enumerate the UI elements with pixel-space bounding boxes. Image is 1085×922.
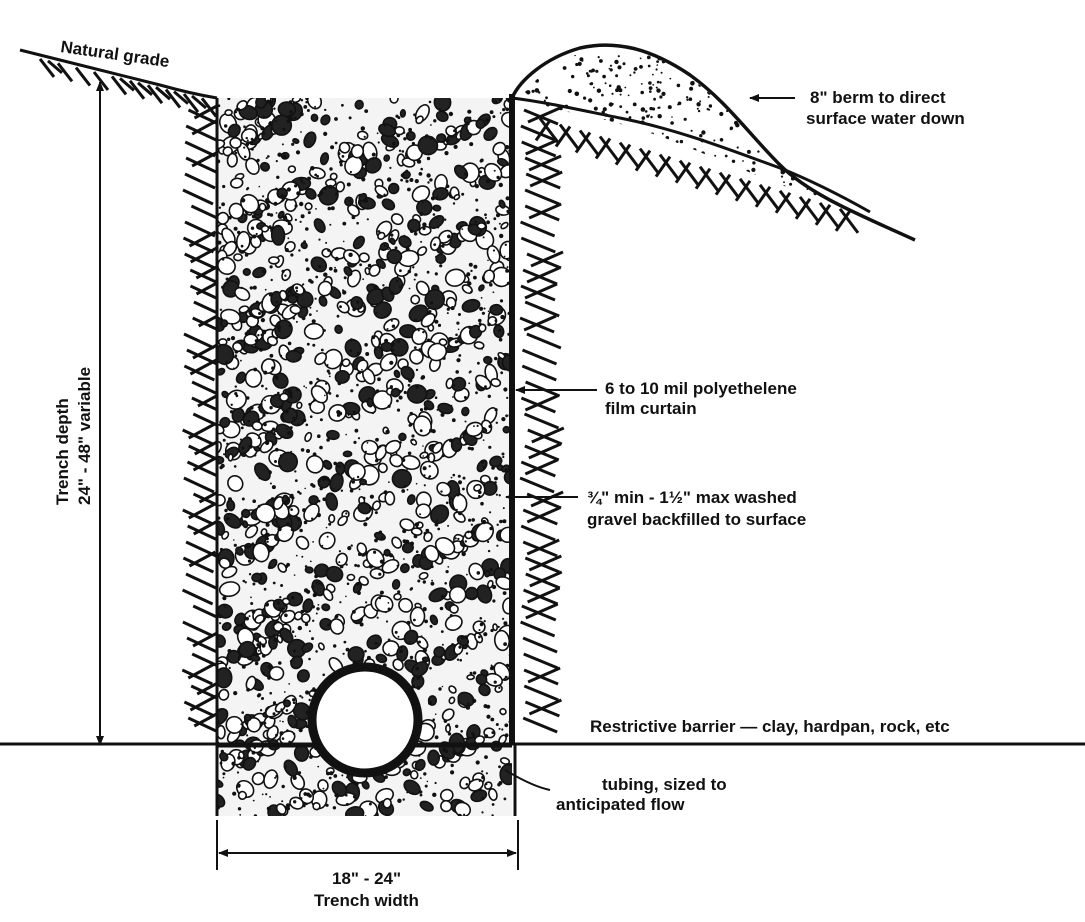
drain-tubing bbox=[307, 662, 423, 778]
berm-label-line1: 8" berm to direct bbox=[810, 88, 946, 107]
berm-label-line2: surface water down bbox=[806, 109, 965, 128]
trench-width-dimension bbox=[216, 820, 519, 870]
trench-depth-label-line2: 24" - 48" variable bbox=[75, 367, 94, 505]
tubing-leader bbox=[504, 769, 551, 791]
curtain-label-line1: 6 to 10 mil polyethelene bbox=[605, 379, 797, 398]
soil-hatching bbox=[38, 57, 860, 734]
tubing-label-line2: anticipated flow bbox=[556, 795, 685, 814]
trench-depth-label-line1: Trench depth bbox=[53, 398, 72, 505]
gravel-label-line1: ¾" min - 1½" max washed bbox=[587, 488, 797, 507]
natural-grade-line bbox=[19, 48, 218, 100]
gravel-label-line2: gravel backfilled to surface bbox=[587, 510, 806, 529]
trench-width-label-line1: 18" - 24" bbox=[332, 869, 401, 888]
tubing-label-line1: tubing, sized to bbox=[602, 775, 727, 794]
curtain-label-line2: film curtain bbox=[605, 399, 697, 418]
trench-width-label-line2: Trench width bbox=[314, 891, 419, 910]
natural-grade-label: Natural grade bbox=[59, 37, 170, 71]
barrier-label: Restrictive barrier — clay, hardpan, roc… bbox=[590, 717, 950, 736]
